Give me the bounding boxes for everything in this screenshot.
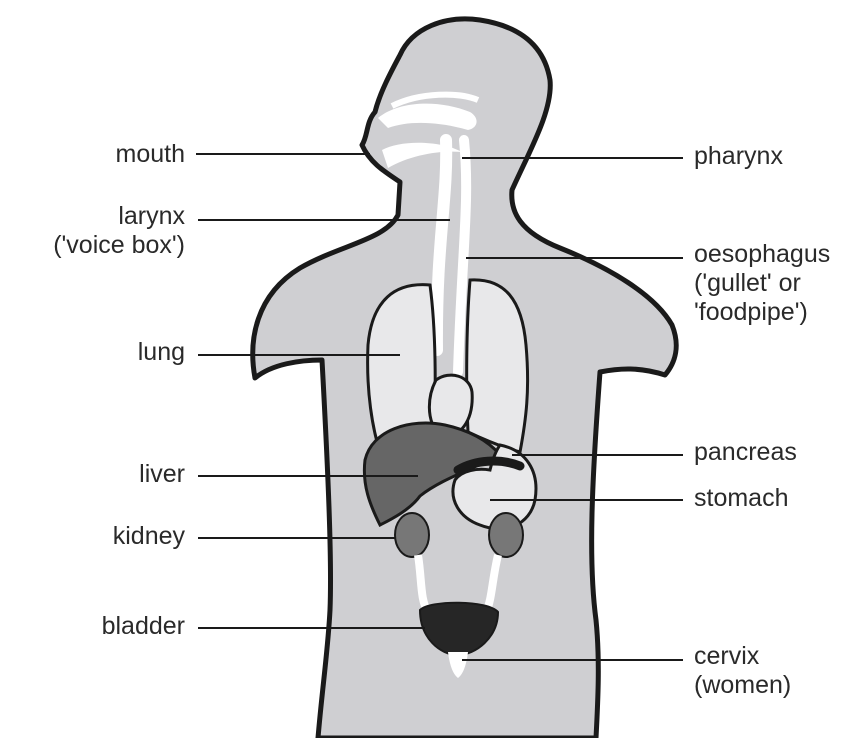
label-bladder: bladder	[102, 612, 185, 641]
label-mouth: mouth	[116, 140, 185, 169]
label-larynx-line2: ('voice box')	[53, 231, 185, 260]
label-oesophagus-line2: ('gullet' or	[694, 269, 830, 298]
label-oesophagus-line3: 'foodpipe')	[694, 298, 830, 327]
label-oesophagus-line1: oesophagus	[694, 240, 830, 269]
label-larynx-line1: larynx	[53, 202, 185, 231]
label-larynx: larynx ('voice box')	[53, 202, 185, 260]
label-stomach: stomach	[694, 484, 788, 513]
label-pancreas: pancreas	[694, 438, 797, 467]
label-cervix-line1: cervix	[694, 642, 791, 671]
label-pharynx: pharynx	[694, 142, 783, 171]
label-lung: lung	[138, 338, 185, 367]
label-liver: liver	[139, 460, 185, 489]
label-cervix: cervix (women)	[694, 642, 791, 700]
left-kidney	[395, 513, 429, 557]
right-kidney	[489, 513, 523, 557]
label-kidney: kidney	[113, 522, 185, 551]
label-cervix-line2: (women)	[694, 671, 791, 700]
label-oesophagus: oesophagus ('gullet' or 'foodpipe')	[694, 240, 830, 327]
